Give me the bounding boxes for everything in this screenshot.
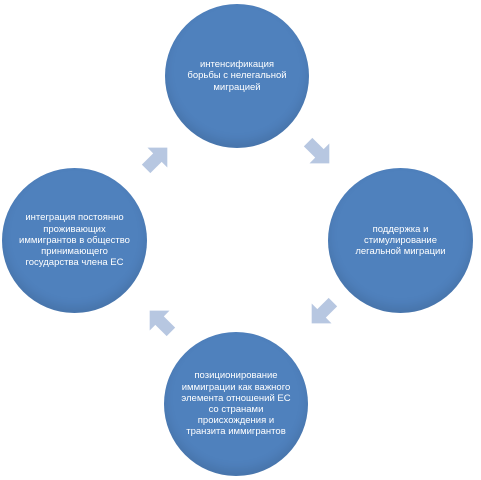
node-fight-illegal-migration: интенсификация борьбы с нелегальной мигр…: [165, 4, 309, 148]
arrow-left-to-top: [141, 147, 168, 174]
node-label: поддержка и стимулирование легальной миг…: [355, 223, 446, 258]
node-immigration-positioning: позиционирование иммиграции как важного …: [164, 332, 308, 476]
arrow-top-to-right: [303, 137, 330, 164]
node-integration: интеграция постоянно проживающих иммигра…: [2, 168, 147, 313]
node-label: позиционирование иммиграции как важного …: [181, 370, 291, 438]
node-support-legal-migration: поддержка и стимулирование легальной миг…: [328, 168, 473, 313]
node-label: интеграция постоянно проживающих иммигра…: [19, 212, 130, 269]
arrow-right-to-bottom: [311, 297, 338, 324]
arrow-bottom-to-left: [149, 310, 176, 337]
node-label: интенсификация борьбы с нелегальной мигр…: [187, 59, 287, 93]
